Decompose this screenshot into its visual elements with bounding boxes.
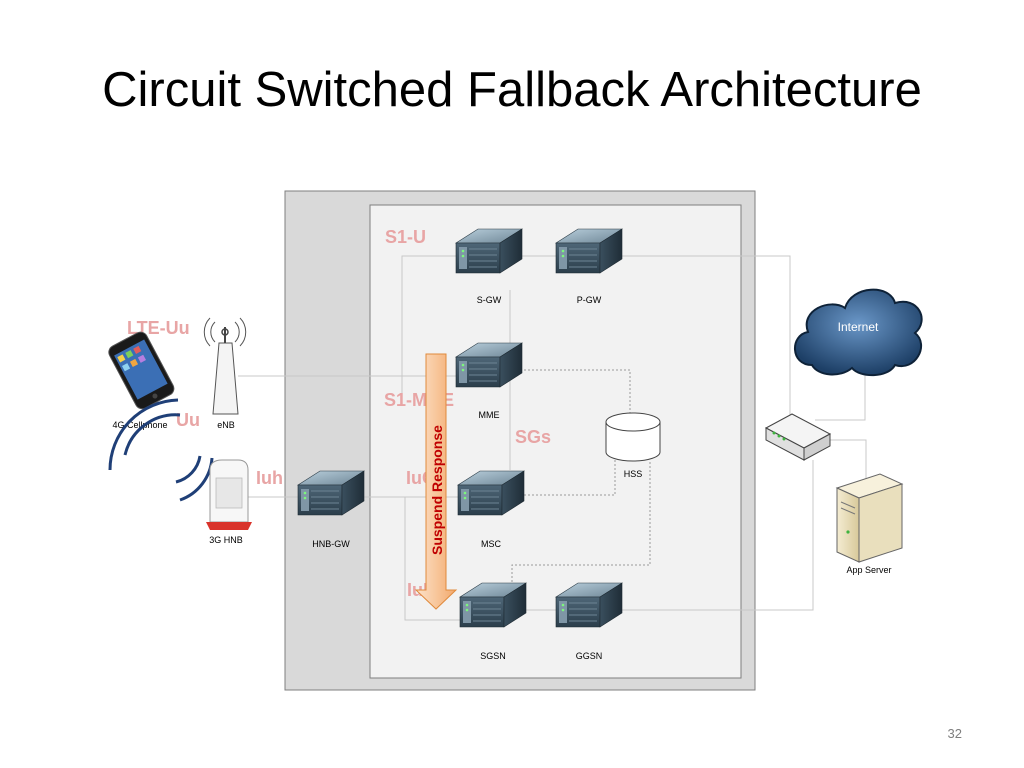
internet-cloud-icon	[794, 288, 923, 377]
msc-label: MSC	[481, 539, 502, 549]
hss-label: HSS	[624, 469, 643, 479]
suspend-response-text: Suspend Response	[429, 425, 445, 555]
enb-antenna-icon	[203, 317, 247, 415]
iface-sgs-label: SGs	[515, 427, 551, 447]
page-number: 32	[947, 726, 962, 741]
internet-label: Internet	[838, 320, 879, 334]
router-icon	[764, 413, 832, 461]
cellphone-label: 4G Cellphone	[112, 420, 167, 430]
suspend-response-callout	[414, 353, 458, 610]
radio-waves-icon	[108, 398, 214, 502]
pgw-label: P-GW	[577, 295, 602, 305]
sgsn-label: SGSN	[480, 651, 506, 661]
cellphone-icon	[108, 331, 175, 410]
iface-iuh-label: Iuh	[256, 468, 283, 488]
iface-s1u-label: S1-U	[385, 227, 426, 247]
app-server-label: App Server	[846, 565, 891, 575]
iface-uu-label: Uu	[176, 410, 200, 430]
hnb-device-icon	[206, 459, 252, 530]
slide-title: Circuit Switched Fallback Architecture	[102, 63, 922, 117]
ggsn-label: GGSN	[576, 651, 603, 661]
sgw-label: S-GW	[477, 295, 502, 305]
hnb-label: 3G HNB	[209, 535, 243, 545]
app-server-icon	[835, 473, 904, 563]
enb-label: eNB	[217, 420, 235, 430]
mme-label: MME	[479, 410, 500, 420]
hss-database-icon	[605, 412, 661, 462]
hnbgw-label: HNB-GW	[312, 539, 350, 549]
